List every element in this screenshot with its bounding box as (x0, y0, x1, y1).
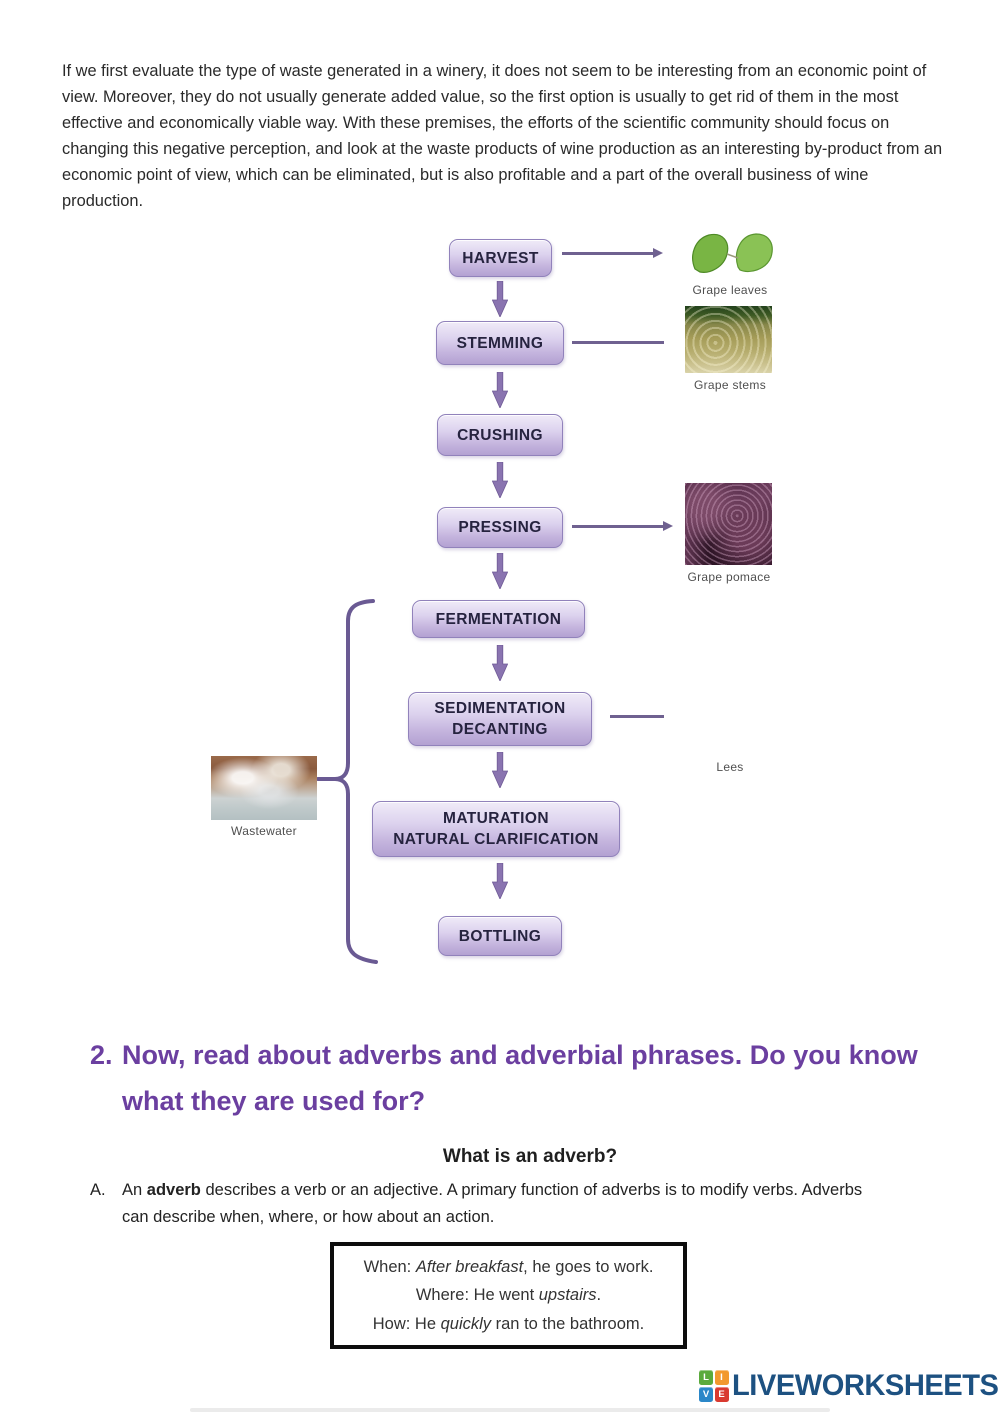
adverb-section-title: What is an adverb? (442, 1146, 618, 1167)
down-arrow-icon (492, 281, 508, 317)
flow-step-crushing: CRUSHING (437, 414, 563, 456)
caption-lees: Lees (716, 760, 744, 774)
lees-image (684, 674, 778, 759)
wastewater-brace-bracket (316, 599, 378, 964)
right-arrowhead-icon (663, 521, 673, 531)
down-arrow-icon (492, 372, 508, 408)
section-number: 2. (90, 1040, 113, 1070)
section-heading-text: Now, read about adverbs and adverbial ph… (122, 1040, 918, 1116)
flow-step-sedimentation-decanting: SEDIMENTATION DECANTING (408, 692, 592, 746)
grape-stems-image (685, 306, 772, 373)
connector-harvest-to-grape-leaves (562, 248, 663, 258)
example-line-when: When: After breakfast, he goes to work. (363, 1257, 654, 1276)
example-line-where: Where: He went upstairs. (415, 1286, 602, 1305)
grape-pomace-image (685, 483, 772, 565)
item-text: An adverb describes a verb or an adjecti… (122, 1181, 863, 1226)
flow-step-stemming: STEMMING (436, 321, 564, 365)
down-arrow-icon (492, 752, 508, 788)
flow-step-fermentation: FERMENTATION (412, 600, 585, 638)
liveworksheets-wordmark: LIVEWORKSHEETS (731, 1369, 999, 1402)
flow-step-harvest: HARVEST (449, 239, 552, 277)
leaf-icon (692, 233, 773, 273)
down-arrow-icon (492, 645, 508, 681)
list-item-a: A. An adverb describes a verb or an adje… (90, 1177, 882, 1231)
connector-sedimentation-to-lees (610, 715, 664, 718)
down-arrow-icon (492, 462, 508, 498)
liveworksheets-logo: L I V E LIVEWORKSHEETS (699, 1369, 1000, 1403)
down-arrow-icon (492, 863, 508, 899)
logo-square-i: I (714, 1369, 729, 1386)
intro-paragraph: If we first evaluate the type of waste g… (62, 62, 943, 210)
section-2-heading: 2. Now, read about adverbs and adverbial… (90, 1032, 920, 1124)
item-letter: A. (90, 1181, 106, 1199)
connector-pressing-to-grape-pomace (572, 521, 673, 531)
logo-square-e: E (714, 1386, 729, 1403)
bold-adverb-word: adverb (146, 1181, 201, 1199)
grape-leaves-image (683, 227, 778, 280)
logo-square-v: V (699, 1386, 713, 1403)
flow-step-bottling: BOTTLING (438, 916, 562, 956)
connector-stemming-to-grape-stems (572, 341, 664, 344)
logo-square-l: L (699, 1369, 713, 1386)
caption-grape-stems: Grape stems (694, 378, 766, 392)
flow-step-maturation-natural-clarification: MATURATION NATURAL CLARIFICATION (372, 801, 620, 857)
flow-step-pressing: PRESSING (437, 507, 563, 548)
wastewater-image (211, 756, 317, 820)
scan-artifact (190, 1408, 830, 1412)
example-line-how: How: He quickly ran to the bathroom. (372, 1314, 645, 1333)
liveworksheets-grid-icon: L I V E (699, 1369, 729, 1403)
down-arrow-icon (492, 553, 508, 589)
caption-grape-leaves: Grape leaves (692, 283, 768, 297)
caption-wastewater: Wastewater (231, 824, 297, 838)
right-arrowhead-icon (653, 248, 663, 258)
adverb-examples-box: When: After breakfast, he goes to work. … (330, 1242, 687, 1349)
caption-grape-pomace: Grape pomace (687, 570, 771, 584)
